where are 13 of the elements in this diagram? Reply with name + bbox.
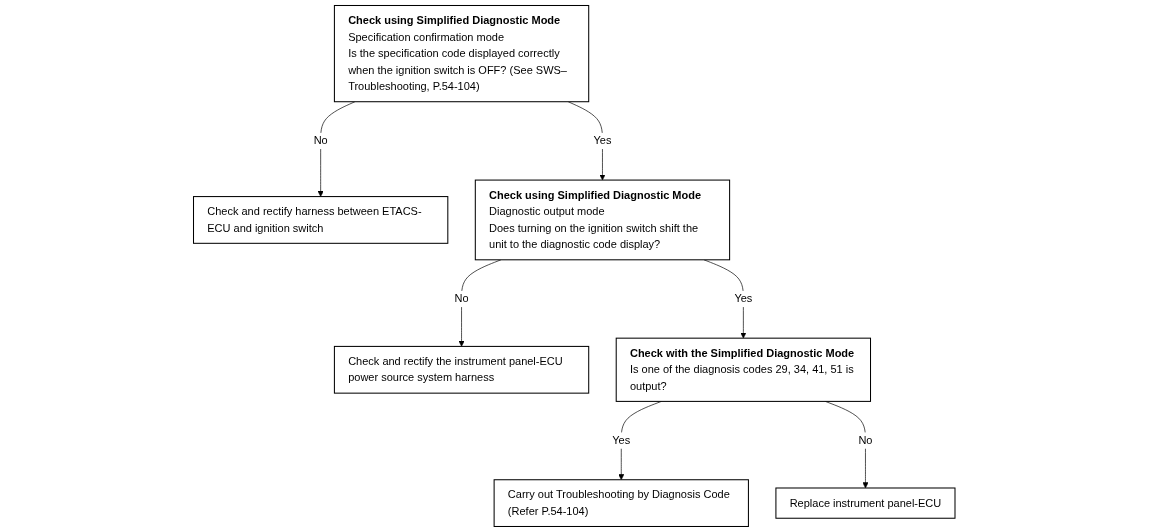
node-box: Replace instrument panel-ECU bbox=[775, 487, 956, 519]
edge-label: No bbox=[313, 134, 328, 147]
edge-label: Yes bbox=[612, 434, 631, 447]
node-box: Check and rectify harness between ETACS-ECU and ignition switch bbox=[193, 196, 449, 244]
node-box: Check and rectify the instrument panel-ECU power source system harness bbox=[334, 345, 590, 394]
node-box: Check using Simplified Diagnostic Mode Diagnostic output mode Does turning on the ignition switch shift the unit to the diagnostic code display? bbox=[475, 179, 731, 261]
node-box: Carry out Troubleshooting by Diagnosis Code (Refer P.54-104) bbox=[493, 479, 750, 527]
edge-label: Yes bbox=[734, 292, 753, 305]
edge-label: No bbox=[858, 434, 873, 447]
edge-label: Yes bbox=[593, 134, 612, 147]
node-box: Check using Simplified Diagnostic Mode Specification confirmation mode Is the specification code displayed correctly when the ignition switch is OFF? (See SWS–Troubleshooting, P.54-104) bbox=[334, 5, 590, 103]
node-box: Check with the Simplified Diagnostic Mode Is one of the diagnosis codes 29, 34, 41, 51 is output? bbox=[615, 337, 872, 402]
edge-label: No bbox=[454, 292, 469, 305]
